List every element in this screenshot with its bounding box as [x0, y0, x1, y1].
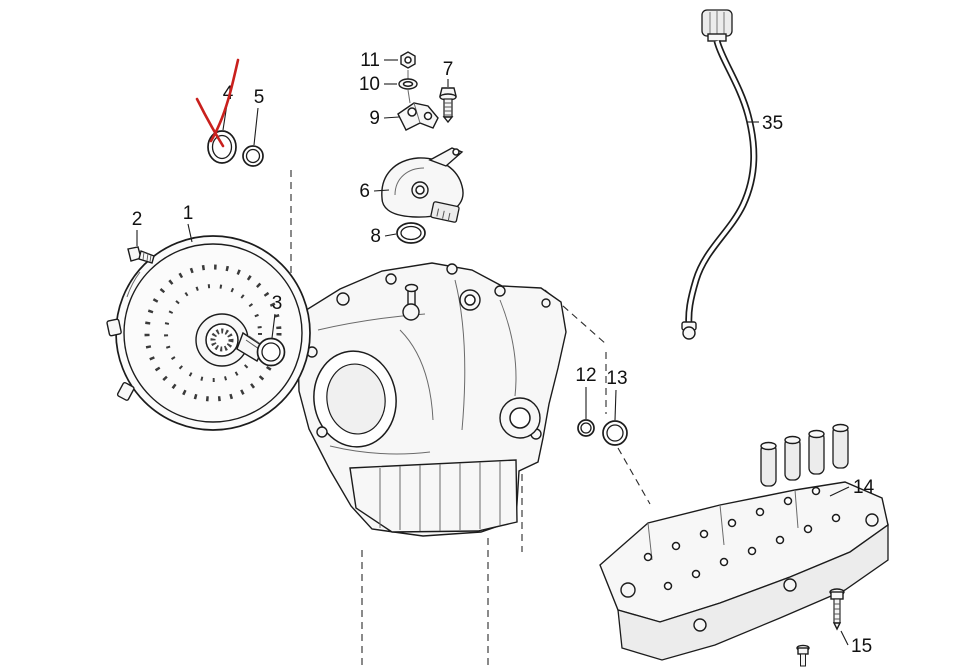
part-9-bracket [397, 89, 439, 131]
part-label-4: 4 [223, 83, 234, 104]
mounting-lug [106, 318, 122, 337]
tube-end-fitting [682, 326, 696, 340]
transmission-case [297, 262, 567, 537]
part-label-11: 11 [360, 50, 380, 71]
part-label-8: 8 [370, 226, 381, 247]
part-label-9: 9 [369, 108, 380, 129]
switch-connector [430, 201, 460, 223]
part-15-bolt [796, 588, 845, 667]
solenoid-cylinders [760, 423, 849, 487]
part-label-3: 3 [272, 293, 283, 314]
part-label-2: 2 [132, 209, 143, 230]
part-35-filler-tube [681, 9, 758, 340]
part-label-6: 6 [359, 181, 370, 202]
part-6-multifunction-switch [381, 147, 464, 223]
part-11-nut [400, 51, 416, 69]
part-10-washer [398, 70, 418, 90]
part-label-1: 1 [183, 203, 194, 224]
part-label-7: 7 [443, 59, 454, 80]
part-label-5: 5 [254, 87, 265, 108]
part-label-10: 10 [359, 74, 380, 95]
part-label-35: 35 [762, 113, 783, 134]
part-8-o-ring [396, 222, 426, 244]
mounting-lug [116, 382, 135, 401]
part-labels: 11 10 9 7 6 8 4 5 2 1 3 12 13 35 14 15 [132, 50, 875, 657]
part-1-torque-converter [106, 235, 311, 431]
part-4-shaft-seal [207, 130, 237, 164]
part-3-seal-ring [256, 337, 286, 367]
part-14-valve-body [599, 423, 889, 661]
part-label-13: 13 [606, 368, 627, 389]
part-7-bolt [439, 87, 457, 124]
part-label-14: 14 [853, 477, 875, 498]
part-label-15: 15 [851, 636, 872, 657]
part-5-seal-ring [242, 145, 264, 167]
oil-pan [349, 459, 518, 533]
red-pen-mark [195, 58, 240, 148]
part-13-shaft-seal [602, 420, 628, 446]
part-label-12: 12 [575, 365, 596, 386]
part-2-bolt [127, 246, 155, 264]
part-12-seal-ring [577, 419, 595, 437]
